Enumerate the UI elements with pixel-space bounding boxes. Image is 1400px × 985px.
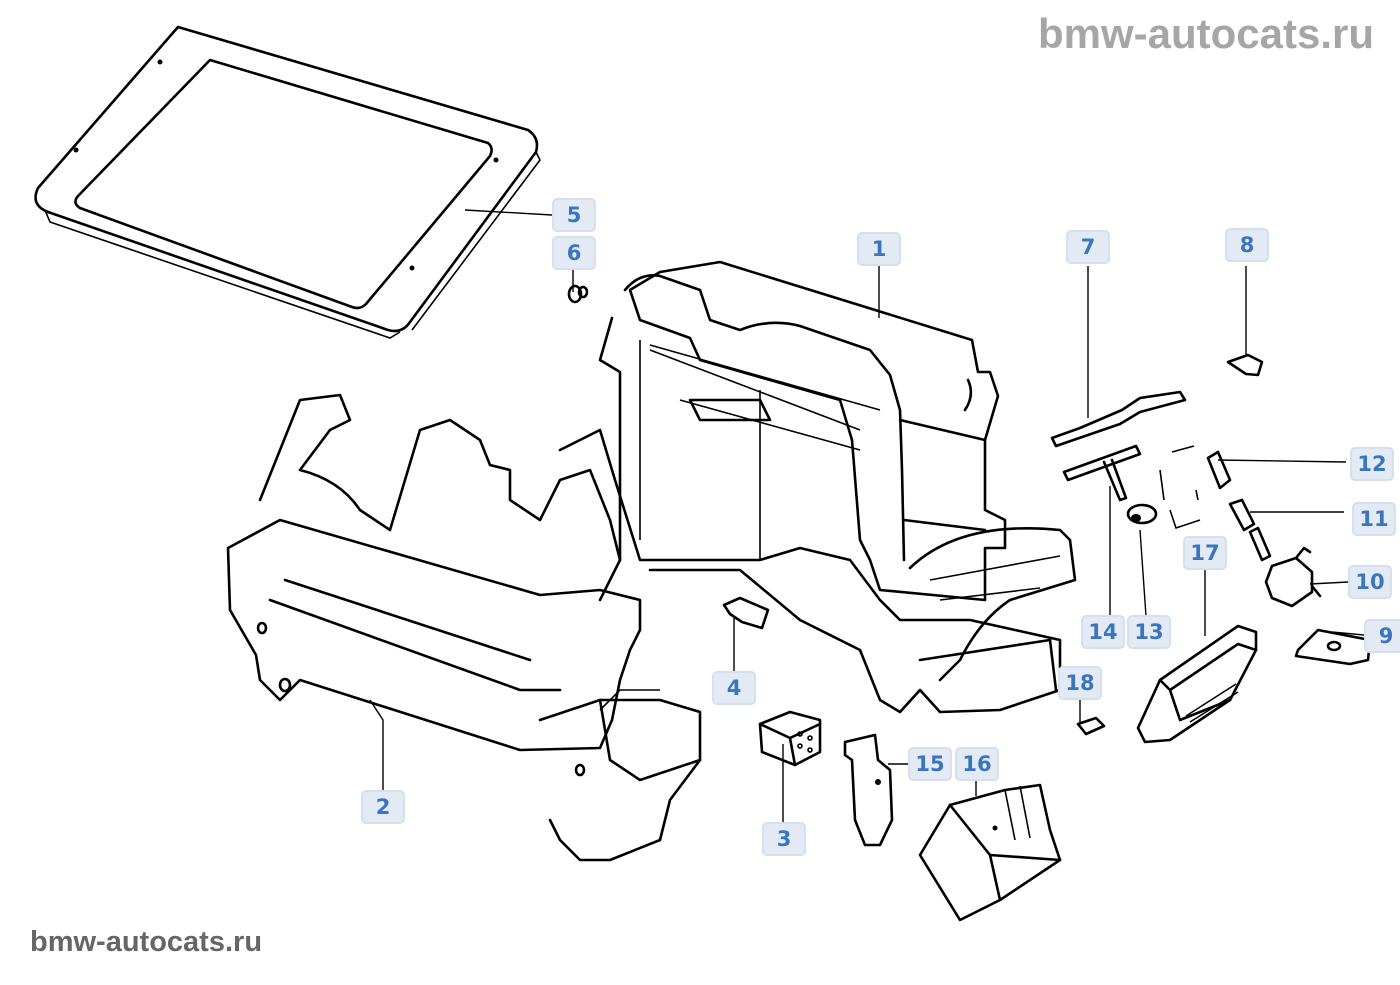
callout-8[interactable]: 8 [1225, 228, 1269, 262]
callout-2[interactable]: 2 [361, 790, 405, 824]
part-mounting-plate [1294, 628, 1372, 666]
part-gasket-frame [34, 25, 541, 339]
part-expanding-rivet [1226, 353, 1264, 377]
callout-9[interactable]: 9 [1364, 619, 1400, 653]
part-lower-duct-frame [226, 393, 702, 862]
part-distributor-valve [1264, 546, 1322, 608]
callout-15[interactable]: 15 [908, 747, 952, 781]
callout-16[interactable]: 16 [955, 747, 999, 781]
part-air-outlet-left [918, 783, 1062, 922]
part-screw-pin [1076, 716, 1106, 736]
part-grommet [1126, 503, 1158, 525]
callout-5[interactable]: 5 [552, 198, 596, 232]
part-bracket-strip [1050, 390, 1187, 448]
part-holder-bracket [843, 733, 894, 847]
part-duct-floor [558, 428, 1077, 714]
part-hose-connector [1228, 498, 1272, 562]
part-air-outlet-right [1136, 624, 1258, 744]
callout-6[interactable]: 6 [552, 236, 596, 270]
part-clip [722, 596, 770, 630]
callout-3[interactable]: 3 [762, 822, 806, 856]
part-t-piece-hose [1062, 444, 1142, 502]
callout-10[interactable]: 10 [1348, 565, 1392, 599]
part-main-duct-housing [598, 260, 1007, 602]
watermark-top-right: bmw-autocats.ru [1037, 10, 1374, 57]
leader-lines [369, 209, 1375, 822]
part-clip-nut [567, 284, 589, 304]
callout-1[interactable]: 1 [857, 232, 901, 266]
part-connector-block [758, 710, 822, 767]
callout-13[interactable]: 13 [1127, 615, 1171, 649]
callout-17[interactable]: 17 [1183, 536, 1227, 570]
watermark-bottom-left: bmw-autocats.ru [30, 926, 263, 958]
callout-12[interactable]: 12 [1350, 447, 1394, 481]
callout-14[interactable]: 14 [1081, 615, 1125, 649]
callout-18[interactable]: 18 [1058, 666, 1102, 700]
callout-4[interactable]: 4 [712, 671, 756, 705]
callout-7[interactable]: 7 [1066, 230, 1110, 264]
callout-11[interactable]: 11 [1352, 502, 1396, 536]
part-hose-connector-end [1159, 445, 1232, 530]
